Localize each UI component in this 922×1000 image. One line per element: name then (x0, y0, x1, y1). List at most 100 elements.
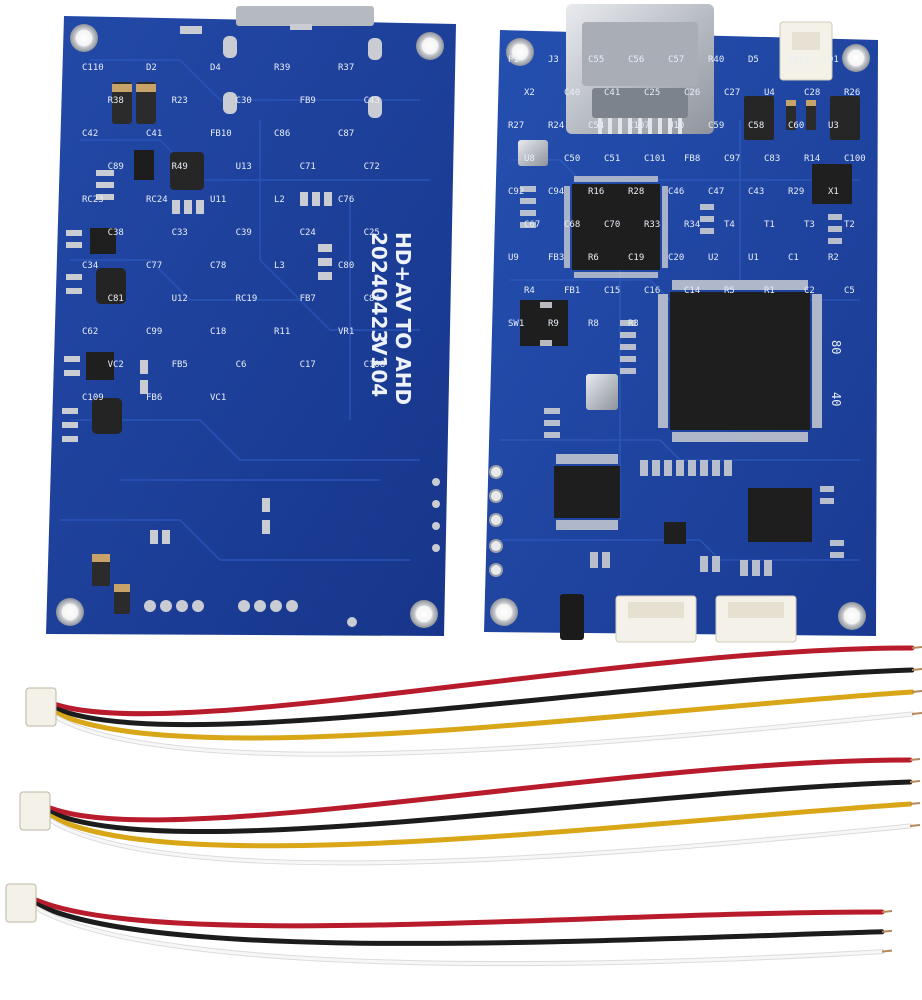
cable-assemblies (5, 645, 922, 967)
silkscreen-label: C110 (82, 63, 104, 73)
chip-u10 (812, 164, 852, 204)
silkscreen-label: R29 (788, 187, 804, 197)
jst-connector-left (615, 595, 697, 643)
silkscreen-label: C99 (146, 327, 162, 337)
cable-wire-tip (911, 646, 922, 649)
silkscreen-label: SW1 (508, 319, 524, 329)
silkscreen-label: C41 (146, 129, 162, 139)
silkscreen-label: SS14 (788, 55, 810, 65)
silkscreen-label: U3 (828, 121, 839, 131)
mount-hole (70, 24, 98, 52)
silkscreen-label: R4 (524, 286, 535, 296)
silkscreen-label: D4 (210, 63, 221, 73)
silkscreen-label: C87 (338, 129, 354, 139)
silkscreen-label: R16 (588, 187, 604, 197)
silkscreen-label: T1 (764, 220, 775, 230)
silkscreen-label: C101 (644, 154, 666, 164)
cable-wire (51, 645, 915, 717)
silkscreen-label: C15 (604, 286, 620, 296)
silkscreen-label: T2 (844, 220, 855, 230)
silkscreen-label: C62 (82, 327, 98, 337)
cable-wire-tip (911, 712, 922, 715)
silkscreen-label: X1 (828, 187, 839, 197)
silkscreen-label: R28 (628, 187, 644, 197)
silkscreen-label: C58 (748, 121, 764, 131)
chip-pin-label-80: 80 (829, 340, 843, 354)
silkscreen-label: U9 (508, 253, 519, 263)
silkscreen-label: R34 (684, 220, 700, 230)
jst-connector-right (715, 595, 797, 643)
silkscreen-label: R49 (172, 162, 188, 172)
silkscreen-label: R8 (588, 319, 599, 329)
board-back-label: HD+AV TO AHD 20240423 V104 (367, 232, 415, 405)
silkscreen-label: C16 (644, 286, 660, 296)
silkscreen-label: U12 (172, 294, 188, 304)
silkscreen-label: U8 (524, 154, 535, 164)
crystal-x2 (518, 140, 548, 166)
silkscreen-label: C80 (338, 261, 354, 271)
cable-connector (19, 791, 51, 831)
silkscreen-label: U13 (236, 162, 252, 172)
cable-2 (19, 757, 921, 866)
silkscreen-label: R2 (828, 253, 839, 263)
silkscreen-label: C54 (588, 121, 604, 131)
cable-wire (33, 901, 885, 946)
silkscreen-label: C76 (338, 195, 354, 205)
chip-u4 (572, 184, 660, 270)
silkscreen-label: U2 (708, 253, 719, 263)
mount-hole (56, 598, 84, 626)
silkscreen-label: R1 (764, 286, 775, 296)
board-main-label: HD+AV TO AHD (391, 232, 415, 405)
silkscreen-label: C81 (108, 294, 124, 304)
silkscreen-label: R23 (172, 96, 188, 106)
cable-wire-highlight (34, 906, 884, 966)
cable-connector (25, 687, 57, 727)
silkscreen-label: D1 (828, 55, 839, 65)
silkscreen-label: C18 (210, 327, 226, 337)
silkscreen-label: C33 (172, 228, 188, 238)
silkscreen-label: C25 (644, 88, 660, 98)
silkscreen-label: C94 (548, 187, 564, 197)
silkscreen-label: P1 (508, 55, 519, 65)
hdmi-connector (566, 4, 714, 134)
silkscreen-label: C28 (804, 88, 820, 98)
diode (830, 96, 860, 140)
test-points (489, 465, 503, 577)
silkscreen-label: C2 (804, 286, 815, 296)
silkscreen-label: C1 (788, 253, 799, 263)
mount-hole (838, 602, 866, 630)
cable-3 (5, 883, 893, 967)
chip-u3-pins (658, 280, 822, 442)
silkscreen-label: VC1 (210, 393, 226, 403)
board-front: 80 40 (484, 4, 878, 643)
mount-hole (416, 32, 444, 60)
silkscreen-label: RC19 (236, 294, 258, 304)
silkscreen-label: R9 (548, 319, 559, 329)
silkscreen-label: C17 (300, 360, 316, 370)
silkscreen-label: R33 (644, 220, 660, 230)
diode (744, 96, 774, 140)
chip-u1 (748, 488, 812, 542)
silkscreen-label: C20 (668, 253, 684, 263)
cable-connector (5, 883, 37, 923)
silkscreen-label: RC23 (82, 195, 104, 205)
silkscreen-label: C34 (82, 261, 98, 271)
silkscreen-label: C60 (788, 121, 804, 131)
silkscreen-label: T4 (724, 220, 735, 230)
silkscreen-label: VR1 (338, 327, 354, 337)
cable-wire-tip (881, 929, 893, 933)
silkscreen-label: C59 (708, 121, 724, 131)
silkscreen-label: R11 (274, 327, 290, 337)
silkscreen-label: C46 (668, 187, 684, 197)
silkscreen-label: C89 (108, 162, 124, 172)
silkscreen-label: C77 (146, 261, 162, 271)
silkscreen-label: U10 (668, 121, 684, 131)
cable-wire-highlight (48, 818, 912, 865)
silkscreen-label: FB8 (684, 154, 700, 164)
silkscreen-label: R27 (508, 121, 524, 131)
cable-wire-tip (911, 690, 922, 693)
silkscreen-label: L3 (274, 261, 285, 271)
